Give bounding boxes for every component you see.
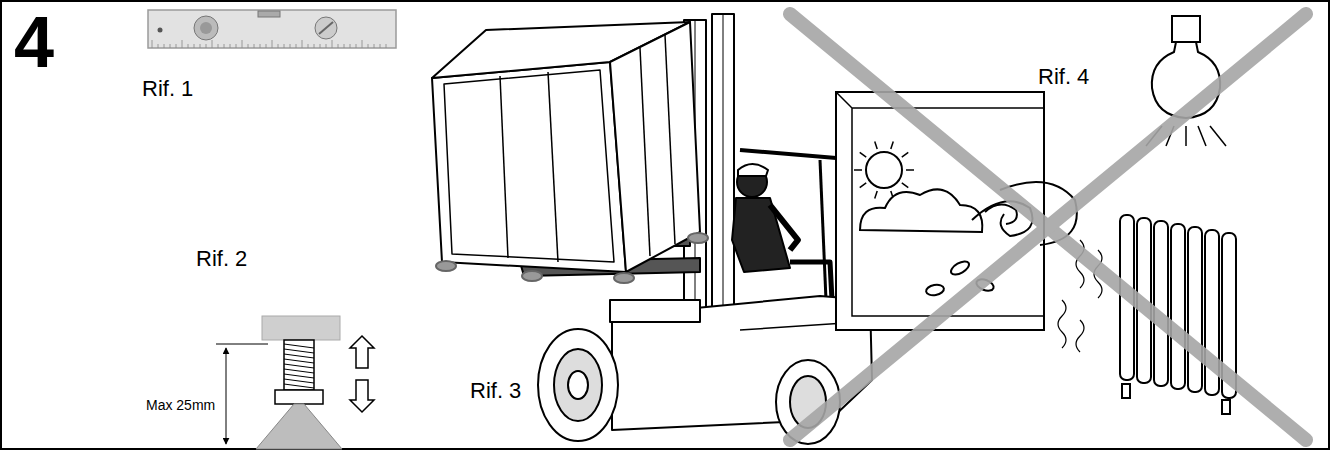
sun-ray bbox=[875, 141, 877, 149]
ruler-tick bbox=[176, 44, 177, 48]
thread-line bbox=[284, 379, 314, 383]
forklift bbox=[432, 14, 872, 444]
sun-ray bbox=[902, 183, 908, 188]
ruler-tick bbox=[182, 40, 183, 48]
ruler-tick bbox=[272, 40, 273, 48]
radiator-fin bbox=[1188, 227, 1202, 392]
ruler-tick bbox=[164, 44, 165, 48]
ruler-tick bbox=[302, 40, 303, 48]
sun-ray bbox=[906, 169, 914, 171]
ruler-tick bbox=[320, 44, 321, 48]
sun-ray bbox=[854, 169, 862, 171]
ruler-tick bbox=[362, 40, 363, 48]
sun-ray bbox=[891, 141, 893, 149]
ruler-tick bbox=[266, 44, 267, 48]
reference-label: Rif. 3 bbox=[470, 380, 521, 402]
ruler-tick bbox=[224, 44, 225, 48]
ruler-tick bbox=[368, 44, 369, 48]
ruler-tick bbox=[206, 44, 207, 48]
radiator-fin bbox=[1154, 221, 1168, 386]
ruler-tick bbox=[212, 40, 213, 48]
thread-line bbox=[284, 344, 314, 348]
ruler-tick bbox=[236, 44, 237, 48]
ruler-tick bbox=[158, 44, 159, 48]
ruler-tick bbox=[338, 44, 339, 48]
ruler-tick bbox=[380, 44, 381, 48]
ruler-tick bbox=[326, 44, 327, 48]
radiator-leg bbox=[1122, 384, 1130, 398]
ruler-tick bbox=[314, 44, 315, 48]
reference-label: Rif. 1 bbox=[142, 78, 193, 100]
ruler-tick bbox=[230, 44, 231, 48]
radiator-fin bbox=[1171, 224, 1185, 389]
dimension-label: Max 25mm bbox=[146, 398, 215, 412]
ruler-tick bbox=[284, 44, 285, 48]
thread-line bbox=[284, 364, 314, 368]
reference-label: Rif. 4 bbox=[1038, 66, 1089, 88]
ruler-tick bbox=[218, 44, 219, 48]
sun-ray bbox=[875, 191, 877, 199]
sun-ray bbox=[860, 183, 866, 188]
ruler-tick bbox=[296, 44, 297, 48]
thread-line bbox=[284, 354, 314, 358]
ruler-tick bbox=[170, 44, 171, 48]
ruler-tick bbox=[332, 40, 333, 48]
ruler-tick bbox=[254, 44, 255, 48]
ruler-tick bbox=[386, 44, 387, 48]
ruler-tick bbox=[194, 44, 195, 48]
thread-line bbox=[284, 384, 314, 388]
ruler-tick bbox=[152, 40, 153, 48]
prohibition-cross bbox=[790, 14, 1306, 440]
radiator-leg bbox=[1222, 400, 1230, 414]
step-number: 4 bbox=[14, 6, 54, 78]
light-ray bbox=[1198, 126, 1206, 146]
ruler-tick bbox=[278, 44, 279, 48]
ruler-tick bbox=[248, 44, 249, 48]
ruler-tick bbox=[290, 44, 291, 48]
thread-line bbox=[284, 369, 314, 373]
ruler-tick bbox=[188, 44, 189, 48]
light-ray bbox=[1185, 126, 1187, 146]
adjustable-foot bbox=[216, 316, 374, 449]
ruler-tick bbox=[356, 44, 357, 48]
ruler-tick bbox=[242, 40, 243, 48]
reference-label: Rif. 2 bbox=[196, 248, 247, 270]
thread-line bbox=[284, 349, 314, 353]
thread-line bbox=[284, 359, 314, 363]
ruler-tick bbox=[344, 44, 345, 48]
ruler-tick bbox=[260, 44, 261, 48]
ruler-tick bbox=[350, 44, 351, 48]
sun-ray bbox=[860, 152, 866, 157]
thread-line bbox=[284, 374, 314, 378]
light-ray bbox=[1210, 126, 1226, 146]
spirit-level bbox=[148, 10, 396, 48]
ruler-tick bbox=[200, 44, 201, 48]
ruler-tick bbox=[374, 44, 375, 48]
sun-ray bbox=[902, 152, 908, 157]
ruler-tick bbox=[308, 44, 309, 48]
